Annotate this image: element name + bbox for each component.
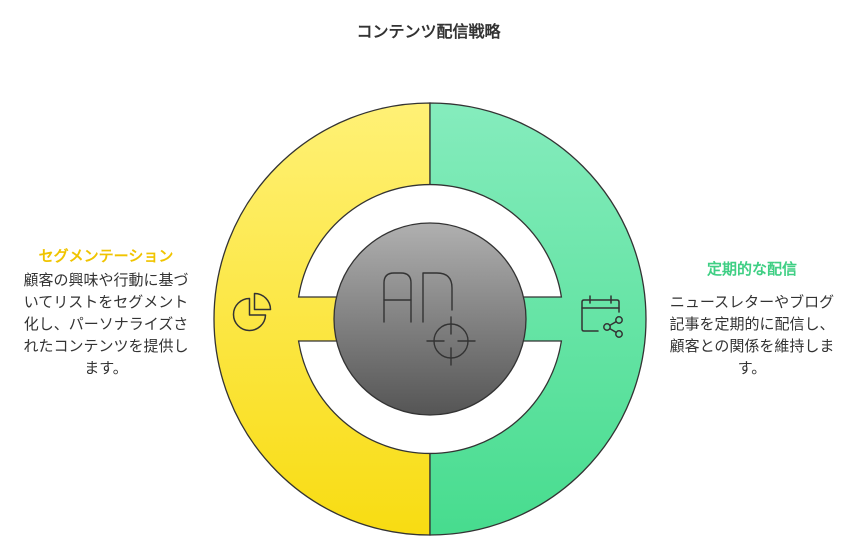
segmentation-description: 顧客の興味や行動に基づいてリストをセグメント化し、パーソナライズされたコンテンツ… <box>23 271 189 377</box>
page-title: コンテンツ配信戦略 <box>356 22 501 41</box>
center-circle <box>333 222 527 416</box>
ad-target-icon <box>383 272 476 366</box>
segmentation-block: セグメンテーション 顧客の興味や行動に基づいてリストをセグメント化し、パーソナラ… <box>22 246 190 379</box>
segmentation-title: セグメンテーション <box>38 247 174 265</box>
regular-delivery-title: 定期的な配信 <box>706 260 797 278</box>
regular-delivery-description: ニュースレターやブログ記事を定期的に配信し、顧客との関係を維持します。 <box>669 293 835 377</box>
pie-chart-icon <box>232 292 272 332</box>
calendar-share-icon <box>581 295 623 338</box>
regular-delivery-block: 定期的な配信 ニュースレターやブログ記事を定期的に配信し、顧客との関係を維持しま… <box>666 259 838 379</box>
